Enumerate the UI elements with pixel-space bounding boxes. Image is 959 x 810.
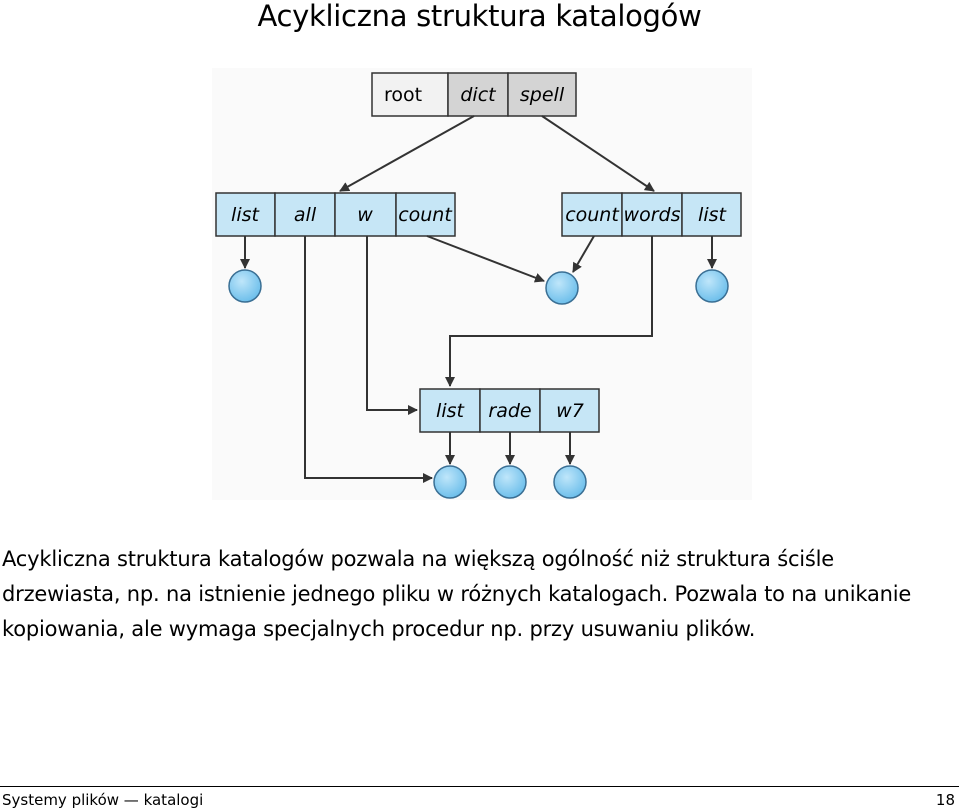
spell-cell-list-label: list: [698, 204, 727, 226]
file-node-icon: [493, 465, 527, 499]
page-number: 18: [935, 791, 955, 809]
dict-cell-all-label: all: [294, 204, 317, 226]
arrow-spell-count-to-file: [572, 235, 595, 273]
sub-cell-w7-label: w7: [556, 400, 584, 422]
arrow-words-to-subdir: [445, 236, 653, 387]
arrow-dict-to-dictdir: [339, 115, 475, 192]
sub-cell-rade-label: rade: [488, 400, 531, 422]
file-node-icon: [695, 269, 729, 303]
root-label-box: [371, 72, 449, 117]
diagram-arrows: [240, 115, 717, 483]
root-cell-dict: [447, 72, 509, 117]
diagram-background: [212, 68, 752, 500]
directory-graph-svg: root dict spell list all w count count w…: [212, 68, 752, 500]
spell-cell-words-label: words: [624, 204, 681, 226]
arrow-count-to-file: [426, 235, 545, 283]
file-nodes: [228, 269, 729, 499]
spell-cell-count: [561, 192, 623, 237]
arrow-all-to-file: [304, 236, 433, 483]
root-label: root: [384, 84, 422, 106]
root-cell-dict-label: dict: [460, 84, 497, 106]
dict-cell-count: [395, 192, 456, 237]
sub-directory: list rade w7: [419, 388, 600, 433]
dict-cell-list-label: list: [231, 204, 260, 226]
footer-section-title: Systemy plików — katalogi: [2, 791, 204, 809]
file-node-icon: [545, 271, 579, 305]
root-directory: root dict spell: [371, 72, 577, 117]
dict-cell-count-label: count: [398, 204, 453, 226]
arrow-w-to-subdir: [366, 236, 418, 415]
slide-title: Acykliczna struktura katalogów: [257, 0, 702, 33]
file-node-icon: [553, 465, 587, 499]
dict-directory: list all w count: [215, 192, 456, 237]
spell-cell-list: [681, 192, 742, 237]
file-node-icon: [433, 465, 467, 499]
spell-cell-count-label: count: [565, 204, 620, 226]
arrow-spell-to-spelldir: [541, 115, 655, 192]
dict-cell-w-label: w: [357, 204, 373, 226]
spell-directory: count words list: [561, 192, 742, 237]
body-paragraph: Acykliczna struktura katalogów pozwala n…: [2, 547, 912, 641]
sub-cell-rade: [479, 388, 541, 433]
file-node-icon: [228, 269, 262, 303]
acyclic-directory-diagram: root dict spell list all w count count w…: [212, 68, 752, 500]
root-cell-spell-label: spell: [520, 84, 565, 106]
dict-cell-w: [334, 192, 397, 237]
sub-cell-list-label: list: [436, 400, 465, 422]
footer-divider: [0, 786, 959, 787]
